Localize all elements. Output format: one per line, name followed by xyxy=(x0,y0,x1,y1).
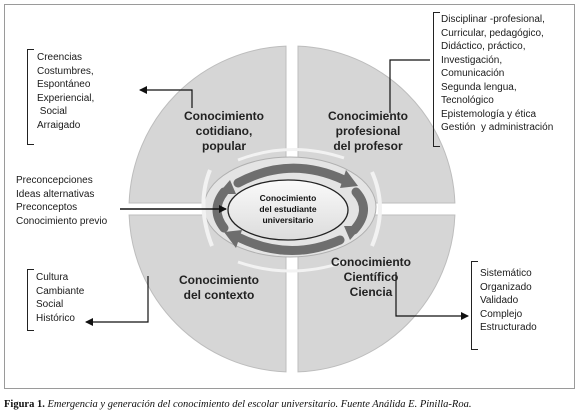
cycle-arc-bottom xyxy=(235,233,345,255)
figure-caption: Figura 1. Emergencia y generación del co… xyxy=(4,399,576,410)
quadrant-title-profesional: Conocimiento profesional del profesor xyxy=(328,109,408,153)
caption-label: Figura 1. xyxy=(4,399,45,410)
cycle-arrowhead-1 xyxy=(340,170,358,188)
outer-sliver-top xyxy=(237,147,345,162)
center-label: Conocimiento del estudiante universitari… xyxy=(259,193,317,225)
arrow-to-bottom-right-list xyxy=(395,272,469,320)
list-bottom-right: Sistemático Organizado Validado Complejo… xyxy=(480,268,537,333)
outer-sliver-left xyxy=(201,169,214,247)
cycle-arrowhead-3 xyxy=(224,230,242,248)
outer-sliver-right xyxy=(370,171,382,247)
list-top-right: Disciplinar -profesional, Curricular, pe… xyxy=(441,14,554,133)
cycle-arc-left xyxy=(212,187,229,233)
cycle-arc-top xyxy=(233,163,349,188)
list-top-left: Creencias Costumbres, Espontáneo Experie… xyxy=(37,52,95,131)
bracket-bottom-left-list xyxy=(27,269,34,331)
cycle-arrows xyxy=(212,163,368,255)
cycle-arrowhead-4 xyxy=(218,180,236,194)
center-ellipse xyxy=(227,179,349,241)
quadrant-top-right-shape xyxy=(297,45,456,204)
cycle-arrowheads xyxy=(218,170,362,248)
cycle-arrowhead-2 xyxy=(344,226,362,240)
quadrant-title-contexto: Conocimiento del contexto xyxy=(179,273,259,302)
list-bottom-left: Cultura Cambiante Social Histórico xyxy=(36,272,85,324)
bracket-top-left-list xyxy=(27,49,34,145)
bracket-bottom-right-list xyxy=(471,261,478,350)
line-top-right-bracket xyxy=(389,59,430,113)
arrow-to-bottom-left-list xyxy=(85,276,149,326)
quadrant-bottom-left-shape xyxy=(128,214,287,373)
quadrant-title-cientifico: Conocimiento Científico Ciencia xyxy=(331,255,411,299)
caption-text: Emergencia y generación del conocimiento… xyxy=(44,399,472,410)
list-left-middle: Preconcepciones Ideas alternativas Preco… xyxy=(16,175,108,227)
outer-sliver-bottom xyxy=(237,260,345,273)
bracket-top-right-list xyxy=(433,12,440,147)
quadrant-bottom-right-shape xyxy=(297,214,456,373)
diagram-canvas xyxy=(85,45,469,373)
quadrant-title-cotidiano: Conocimiento cotidiano, popular xyxy=(184,109,264,153)
arrow-to-top-left-list xyxy=(139,86,193,108)
